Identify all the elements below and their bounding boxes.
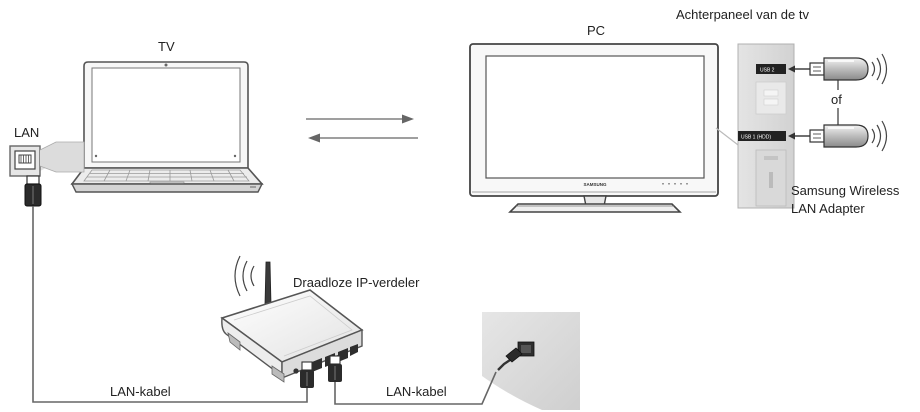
router-label: Draadloze IP-verdeler [293, 275, 420, 290]
wall-outlet [482, 312, 580, 410]
adapter-label-line1: Samsung Wireless [791, 183, 900, 198]
cable-right-label: LAN-kabel [386, 384, 447, 399]
lan-cable-right [334, 371, 497, 405]
bidirectional-arrows [306, 114, 418, 143]
lan-port-label: LAN [14, 125, 40, 140]
lan-plug-router-right-icon [328, 355, 342, 382]
wireless-lan-adapter-icon [809, 57, 869, 81]
back-panel-label: Achterpaneel van de tv [676, 7, 809, 22]
wireless-signal-icon [871, 53, 888, 85]
port-label-usb2: USB 2 [760, 68, 775, 74]
port-label-usb1: USB 1 (HDD) [741, 135, 771, 141]
tv-brand-text: SAMSUNG [583, 182, 607, 187]
lan-plug-router-left-icon [300, 361, 314, 388]
adapter-label-line2: LAN Adapter [791, 201, 865, 216]
laptop-label: TV [158, 39, 175, 54]
wireless-lan-adapter-icon [809, 124, 869, 148]
tv-icon [469, 43, 719, 213]
lan-port-icon [9, 141, 85, 177]
wireless-signal-icon [234, 255, 255, 297]
cable-left-label: LAN-kabel [110, 384, 171, 399]
laptop-icon [70, 61, 264, 193]
lan-plug-left-icon [24, 175, 42, 207]
lan-cable-left [32, 206, 308, 403]
usb-arrow-top [788, 65, 810, 73]
usb-arrow-bottom [788, 132, 810, 140]
or-label: of [831, 92, 842, 107]
tv-label: PC [587, 23, 606, 38]
tv-back-panel [737, 43, 795, 209]
wireless-signal-icon [871, 120, 888, 152]
